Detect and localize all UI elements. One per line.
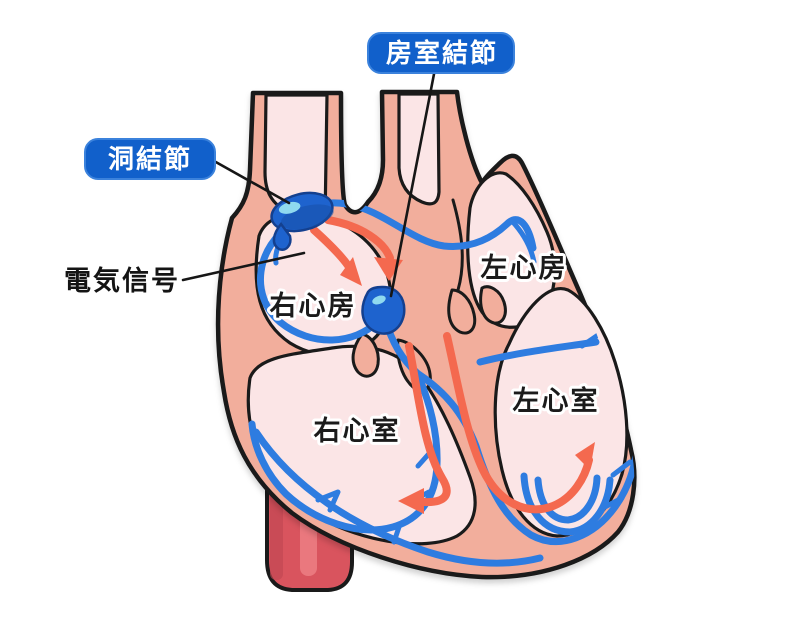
interatrial-pathway-branch [509, 218, 537, 265]
left-atrium-label: 左心房 [481, 253, 568, 284]
av-node-leader-line [389, 72, 436, 298]
septal-signal-arrow-left-ventricle [443, 332, 593, 514]
arrowhead [374, 257, 403, 281]
right-atrium-label: 右心房 [270, 291, 357, 322]
electrical-signal-leader-line [181, 251, 306, 282]
sa-node-label-text: 洞結節 [108, 144, 192, 175]
apex-fiber-outer [520, 472, 614, 536]
mitral-valve-leaflet [447, 288, 477, 335]
left-ventricle-label: 左心室 [513, 385, 600, 417]
arrowhead [398, 488, 424, 514]
tricuspid-valve-leaflet [351, 332, 380, 378]
av-node-label-box [367, 32, 515, 74]
purkinje-fiber [602, 495, 625, 510]
bottom-fiber-kink [377, 521, 403, 545]
sa-node [270, 191, 334, 233]
purkinje-fiber [610, 459, 633, 478]
interatrial-pathway [308, 199, 537, 252]
bottom-fiber-kink [315, 489, 341, 513]
sa-node-label: 洞結節 [84, 138, 216, 180]
sa-node-leader-line [212, 159, 291, 205]
arrowhead [575, 442, 595, 470]
av-node-label-text: 房室結節 [386, 38, 498, 69]
atrial-signal-arrow [324, 216, 394, 262]
mitral-valve-leaflet [479, 285, 507, 325]
av-node-label: 房室結節 [367, 32, 515, 74]
apex-fiber-inner [534, 474, 601, 524]
av-node [361, 285, 406, 335]
septal-signal-arrow-right-ventricle [405, 342, 451, 507]
right-ventricle-label: 右心室 [314, 415, 401, 447]
electrical-signal-label: 電気信号 [64, 265, 180, 297]
sa-node-tail [272, 221, 292, 251]
signal-arrows [310, 216, 595, 514]
arrowhead [340, 257, 362, 286]
bottom-wall-fiber [252, 428, 544, 567]
sa-node-label-box [84, 138, 216, 180]
